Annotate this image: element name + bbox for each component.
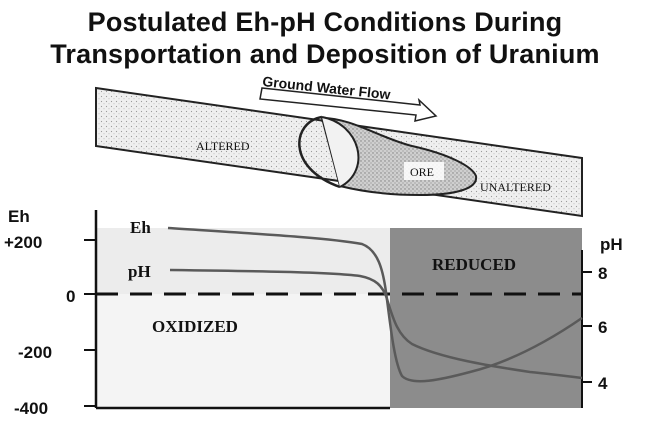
ph-tick-label-8: 8	[598, 264, 607, 283]
eh-tick-label-m200: -200	[18, 343, 52, 362]
flow-arrow: Ground Water Flow	[259, 73, 438, 122]
upper-band	[96, 228, 390, 294]
eh-curve	[167, 226, 583, 383]
altered-front	[298, 115, 341, 189]
eh-tick-label-0: 0	[66, 287, 75, 306]
zone-unaltered-label: UNALTERED	[480, 180, 551, 194]
title-line-2: Transportation and Deposition of Uranium	[50, 39, 600, 69]
ph-curve	[169, 268, 583, 380]
reduced-label: REDUCED	[432, 255, 516, 274]
chart: Eh +200 0 -200 -400 pH 8 6 4 Eh pH OXIDI…	[4, 207, 623, 418]
eh-tick-label-m400: -400	[14, 399, 48, 418]
oxidized-label: OXIDIZED	[152, 317, 238, 336]
altered-front-inner	[321, 116, 360, 188]
left-axis-title: Eh	[8, 207, 30, 226]
title-line-1: Postulated Eh-pH Conditions During	[87, 7, 563, 37]
zone-altered-label: ALTERED	[196, 139, 250, 153]
zone-ore-label: ORE	[410, 165, 434, 179]
ph-curve-label: pH	[128, 262, 151, 281]
eh-curve-label: Eh	[130, 218, 151, 237]
reduced-zone	[390, 228, 582, 408]
cross-section: ALTERED ORE UNALTERED Ground Water Flow	[95, 73, 583, 218]
ph-tick-label-6: 6	[598, 318, 607, 337]
ph-tick-label-4: 4	[598, 374, 608, 393]
right-axis-title: pH	[600, 235, 623, 254]
eh-tick-label-200: +200	[4, 233, 42, 252]
